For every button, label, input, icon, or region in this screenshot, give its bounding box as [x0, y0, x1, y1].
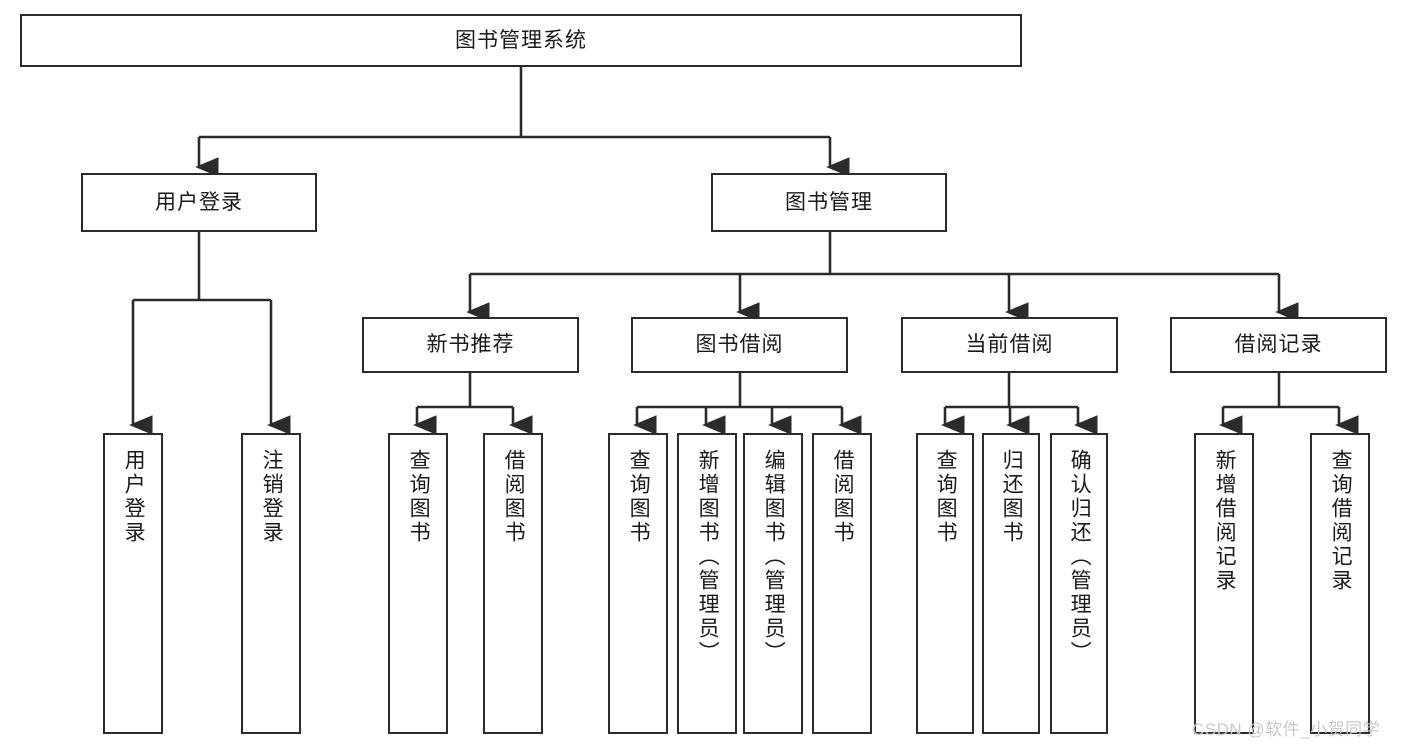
node-leaf-query-book-recommend[interactable]: 查询图书 — [388, 433, 448, 734]
csdn-watermark: CSDN @软件_小贺同学 — [1192, 720, 1381, 739]
node-label: 借阅记录 — [1234, 333, 1323, 357]
node-leaf-edit-book-admin[interactable]: 编辑图书（管理员） — [743, 433, 803, 734]
node-user-login[interactable]: 用户登录 — [81, 173, 317, 232]
node-label: 确认归还（管理员） — [1068, 449, 1092, 665]
node-root-system[interactable]: 图书管理系统 — [20, 14, 1022, 67]
node-label: 查询图书 — [934, 449, 958, 545]
node-leaf-add-book-admin[interactable]: 新增图书（管理员） — [677, 433, 737, 734]
node-leaf-confirm-return-admin[interactable]: 确认归还（管理员） — [1050, 433, 1108, 734]
node-label: 图书借阅 — [695, 333, 784, 357]
node-label: 借阅图书 — [502, 449, 526, 545]
node-label: 查询借阅记录 — [1329, 449, 1353, 593]
node-label: 用户登录 — [155, 190, 243, 214]
node-label: 借阅图书 — [831, 449, 855, 545]
node-borrow-record[interactable]: 借阅记录 — [1170, 317, 1387, 373]
node-label: 当前借阅 — [965, 333, 1054, 357]
node-label: 归还图书 — [1000, 449, 1024, 545]
node-leaf-query-book-current[interactable]: 查询图书 — [916, 433, 974, 734]
node-label: 新增借阅记录 — [1213, 449, 1237, 593]
node-book-borrow[interactable]: 图书借阅 — [631, 317, 848, 373]
node-current-borrow[interactable]: 当前借阅 — [901, 317, 1118, 373]
node-label: 编辑图书（管理员） — [762, 449, 786, 665]
node-leaf-query-book-borrow[interactable]: 查询图书 — [608, 433, 668, 734]
node-leaf-add-borrow-record[interactable]: 新增借阅记录 — [1194, 433, 1254, 734]
node-label: 新增图书（管理员） — [696, 449, 720, 665]
node-leaf-logout[interactable]: 注销登录 — [241, 433, 301, 734]
node-leaf-return-book[interactable]: 归还图书 — [982, 433, 1040, 734]
node-leaf-borrow-book[interactable]: 借阅图书 — [812, 433, 872, 734]
node-label: 新书推荐 — [426, 333, 515, 357]
node-book-management[interactable]: 图书管理 — [711, 173, 947, 232]
node-leaf-borrow-book-recommend[interactable]: 借阅图书 — [483, 433, 543, 734]
node-new-book-recommend[interactable]: 新书推荐 — [362, 317, 579, 373]
node-leaf-user-login[interactable]: 用户登录 — [103, 433, 163, 734]
node-label: 用户登录 — [122, 449, 146, 545]
node-label: 注销登录 — [260, 449, 284, 545]
node-label: 查询图书 — [407, 449, 431, 545]
node-label: 图书管理系统 — [455, 28, 587, 52]
node-leaf-query-borrow-record[interactable]: 查询借阅记录 — [1310, 433, 1370, 734]
node-label: 查询图书 — [627, 449, 651, 545]
node-label: 图书管理 — [785, 190, 873, 214]
